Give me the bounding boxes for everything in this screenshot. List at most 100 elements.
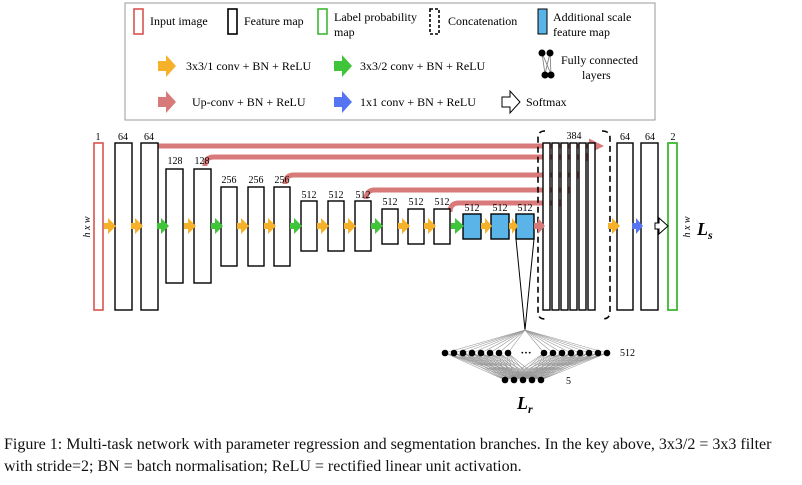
legend-concat-swatch [429,8,440,35]
fc-link [524,329,581,354]
fc-link [504,352,608,381]
legend-fc-icon [538,49,555,79]
input-image-map [93,142,104,311]
fc-neuron-512 [594,349,602,357]
legend-label-line2: map [334,25,355,39]
feature-map-256a [220,186,238,267]
branch-line [515,238,526,331]
channel-label: 128 [195,156,210,167]
fc-link [524,329,608,354]
legend-concat-label: Concatenation [448,14,517,28]
channel-label: 64 [144,132,154,143]
fc-link [524,329,554,354]
fc-neuron-5 [537,376,545,384]
channel-label: 512 [518,203,533,214]
channel-label: 1 [96,132,101,143]
concat-map-3 [560,142,569,311]
concat-map-5 [578,142,587,311]
channel-label: 128 [168,156,183,167]
fc-neuron-512 [459,349,467,357]
fc-neuron-5 [510,376,518,384]
conv1-arrow-icon [481,218,492,234]
channel-label: 64 [645,132,655,143]
additional-map-512i [515,213,535,240]
fc-link [462,352,506,381]
fc-link [531,352,608,381]
legend-upconv-arrow-icon [158,91,176,113]
channel-label: 256 [222,175,237,186]
fc-link [504,352,572,381]
legend-frame [124,2,656,121]
additional-map-512h [490,213,510,240]
legend-fc-line2: layers [582,68,611,82]
softmax-arrow-icon [654,216,669,236]
legend-feature-swatch [227,8,238,35]
segmentation-loss-label: Ls [696,219,713,242]
channel-label: 256 [275,175,290,186]
conv1-arrow-icon [184,218,196,234]
legend-additional-swatch [537,8,548,35]
fc-link [453,329,526,354]
fc-link [524,329,599,354]
feature-map-64a [114,142,133,311]
conv2-arrow-icon [157,218,169,234]
concat-map-2 [551,142,560,311]
regression-loss-label: Lr [516,393,533,416]
fc-link [522,352,608,381]
legend-1x1-arrow-icon [334,91,352,113]
fc-neuron-512 [450,349,458,357]
fc-neuron-512 [558,349,566,357]
conv2-arrow-icon [290,218,302,234]
channel-label: 512 [329,190,344,201]
fc-neuron-512 [504,349,512,357]
feature-map-512a [300,200,318,252]
concat-map-4 [569,142,578,311]
fc-ellipsis: ··· [520,347,531,359]
legend-label-swatch [317,8,328,35]
fc-link [489,352,506,381]
legend-1x1-label: 1x1 conv + BN + ReLU [360,95,476,109]
conv1-arrow-icon [237,218,249,234]
fc-link [480,329,526,354]
channel-label: 512 [435,197,450,208]
fc-neuron-5 [519,376,527,384]
conv1-arrow-icon [264,218,276,234]
channel-label: 512 [493,203,508,214]
fc-connections [444,329,608,381]
skip-arrow-3 [282,167,585,185]
input-size-label: h x w [82,216,93,237]
feature-map-512b [327,200,345,252]
legend-softmax-arrow-icon [501,89,521,115]
fc-link [524,329,590,354]
legend-conv1-arrow-icon [158,55,176,77]
legend-conv2-arrow-icon [334,55,352,77]
channel-label: 384 [567,131,582,142]
legend-conv1-label: 3x3/1 conv + BN + ReLU [186,59,312,73]
fc-link [462,329,526,354]
fc-link [507,329,526,354]
channel-labels: 1 64 64 128 128 256 256 256 512 512 512 … [96,131,676,214]
fc-link [444,329,526,354]
fc-link [504,352,554,381]
fc-neuron-512 [486,349,494,357]
fc-neuron-512 [567,349,575,357]
conv1-arrow-icon [317,218,329,234]
fc-512-label: 512 [620,348,635,359]
channel-label: 512 [465,203,480,214]
fc-neuron-512 [549,349,557,357]
legend-input-swatch [133,8,144,35]
fc-neuron-512 [477,349,485,357]
network-diagram: Input image Feature map Label probabilit… [82,2,713,416]
fc-neuron-5 [501,376,509,384]
channel-label: 512 [302,190,317,201]
fc-neuron-512 [495,349,503,357]
channel-label: 512 [383,197,398,208]
conv1-arrow-icon [131,218,143,234]
fc-link [540,352,608,381]
feature-map-128b [193,168,212,284]
fc-link [489,329,526,354]
branch-line [524,238,535,331]
fc-link [480,352,506,381]
legend: Input image Feature map Label probabilit… [124,2,656,121]
figure-caption: Figure 1: Multi-task network with parame… [4,436,772,475]
